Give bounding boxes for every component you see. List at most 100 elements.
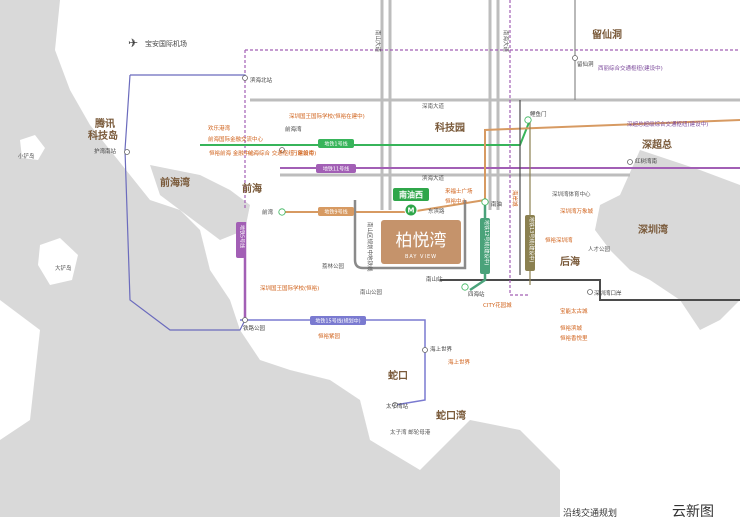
station-tencent-south: 护湾南站 <box>94 147 117 155</box>
poi-harbor-city: 欢乐港湾 <box>208 124 231 132</box>
metro-icon <box>404 203 418 217</box>
airplane-icon: ✈ <box>128 36 138 50</box>
station-dot-haishang <box>422 347 428 353</box>
station-dot-hwsouth <box>124 149 130 155</box>
footer-watermark: 云新图 <box>672 504 714 517</box>
road-dongbin: 东滨路 <box>428 207 445 215</box>
station-taizi: 太子湾站 <box>386 402 409 410</box>
station-sihai: 四海站 <box>468 290 485 298</box>
island-label-xiaochan: 小铲岛 <box>18 152 35 160</box>
station-dot-tiehe <box>242 317 248 323</box>
station-dot-liyumen <box>524 116 532 124</box>
station-dot-liuxian <box>572 55 578 61</box>
area-shenchaozong: 深超总 <box>642 138 672 151</box>
station-dot-qianhaiwan <box>279 147 285 153</box>
line-label-13: 地铁13号线(建设中) <box>528 217 535 262</box>
poi-wanxiang-city: 深圳湾万象城 <box>560 207 594 215</box>
metro-line-gray-loop <box>353 200 467 270</box>
station-kouan: 深圳湾口岸 <box>594 289 622 297</box>
station-qianhaiwan: 前海湾 <box>285 125 302 133</box>
line-label-9: 地铁9号线 <box>324 209 347 216</box>
station-dot-hongling <box>627 159 633 165</box>
station-qianwan: 前湾 <box>262 208 274 216</box>
poi-talent-park: 人才公园 <box>588 245 611 253</box>
poi-finance-center: 前海国际金融交流中心 <box>208 135 264 143</box>
road-binhai: 滨海大道 <box>422 174 445 182</box>
station-nanyou: 南油 <box>491 200 503 208</box>
station-yunlu: 南山站 <box>426 275 443 283</box>
station-hongling: 红树湾南 <box>635 157 658 165</box>
station-dot-kouan <box>587 289 593 295</box>
area-tencent-2: 科技岛 <box>88 129 118 142</box>
poi-qianhai-hub: 前海综合 交通枢纽 (建设中) <box>248 149 316 157</box>
line-label-5: 地铁5号线 <box>239 225 246 248</box>
poi-hengyu-xiang: 恒裕香悦里 <box>560 334 588 342</box>
footer-note: 沿线交通规划 <box>563 507 617 517</box>
island-dachan <box>38 238 78 285</box>
airport[interactable]: ✈ 宝安国际机场 <box>128 36 187 50</box>
area-kejiyuan: 科技园 <box>435 121 465 134</box>
poi-laifu: 来福士广场 <box>445 187 473 195</box>
road-shennan: 深南大道 <box>422 102 445 110</box>
metro-line-purple-vertical <box>509 0 530 296</box>
project-logo[interactable]: 柏悦湾 BAY VIEW <box>381 220 461 264</box>
poi-lizhi-park: 荔林公园 <box>322 262 345 270</box>
station-binhaibei: 滨海北站 <box>250 76 273 84</box>
station-liuxian: 留仙洞 <box>577 60 594 68</box>
island-label-dachan: 大铲岛 <box>55 264 72 272</box>
road-nanshan: 南山大道 <box>374 30 382 53</box>
land-qianhaiwan-water <box>150 165 250 240</box>
poi-taizi-port: 太子湾 邮轮母港 <box>390 428 431 436</box>
island-xiaochan <box>20 135 45 160</box>
station-tiehe: 铁路公园 <box>243 324 266 332</box>
svg-text:南油西: 南油西 <box>399 190 423 200</box>
land-shenzhenwan-east <box>595 150 740 330</box>
poi-hengyu-bin: 恒裕滨城 <box>560 324 583 332</box>
land-southwest <box>0 300 40 440</box>
station-haishang: 海上世界 <box>430 345 453 353</box>
poi-baoneng: 宝能太古城 <box>560 307 588 315</box>
poi-nanshan-park: 南山公园 <box>360 288 383 296</box>
area-shenzhenwan: 深圳湾 <box>638 223 668 236</box>
station-liyumen: 鲤鱼门 <box>530 110 547 118</box>
area-qianhai: 前海 <box>242 182 262 195</box>
roads <box>250 0 740 210</box>
poi-houhai-city: 海岸城 <box>511 190 519 207</box>
poi-sea-world: 海上世界 <box>448 358 471 366</box>
poi-hengyu-center: 恒裕中心 <box>445 197 468 205</box>
station-dot-qianwan <box>278 208 286 216</box>
area-qianhaiwan: 前海湾 <box>160 176 190 189</box>
poi-school2: 深圳国王国际学校(恒裕) <box>260 284 319 292</box>
road-nanhai: 南海大道 <box>502 30 510 53</box>
area-shekou: 蛇口 <box>388 369 408 382</box>
area-tencent-1: 腾讯 <box>94 117 115 130</box>
poi-hengyu-shenzhenwan: 恒裕深圳湾 <box>545 236 573 244</box>
station-dot-taizi <box>392 402 398 408</box>
station-dot-nanyou <box>481 198 489 206</box>
line-label-1: 地铁1号线 <box>324 141 347 148</box>
project-name-en: BAY VIEW <box>405 254 437 260</box>
svg-text:M: M <box>408 207 415 215</box>
poi-stadium: 深圳湾体育中心 <box>552 190 591 198</box>
poi-hengyu-yuan: 恒裕紫园 <box>318 332 341 340</box>
poi-wanxiang: 万象前海 <box>292 149 315 157</box>
station-dot-binhaibei <box>242 75 248 81</box>
poi-hengyu-finance: 恒裕前海 金融中心 <box>209 149 255 157</box>
area-liuxiandong: 留仙洞 <box>592 28 622 41</box>
line-label-12: 地铁12号线(建设中) <box>483 220 490 265</box>
svg-text:宝安国际机场: 宝安国际机场 <box>145 39 187 48</box>
area-houhai: 后海 <box>560 255 580 268</box>
highlight-station-nanyouxi[interactable]: 南油西 M <box>393 188 429 217</box>
poi-chaozong-hub: 深超总超级综合交通枢纽(建设中) <box>627 120 708 128</box>
station-dot-sihai <box>461 283 469 291</box>
metro-line-dark <box>440 279 740 301</box>
line-label-15: 地铁15号线(规划中) <box>315 318 360 325</box>
project-name-cn: 柏悦湾 <box>396 231 447 251</box>
poi-city-garden: CITY花园城 <box>483 301 512 309</box>
line-label-planned: 南山区规划中地铁线 <box>366 222 374 272</box>
line-label-11: 地铁11号线 <box>323 166 349 173</box>
area-shekouwan: 蛇口湾 <box>436 409 466 422</box>
poi-school1: 深圳国王国际学校(恒裕在建中) <box>289 112 365 120</box>
poi-xixiang-hub: 西丽综合交通枢纽(建设中) <box>598 64 663 72</box>
